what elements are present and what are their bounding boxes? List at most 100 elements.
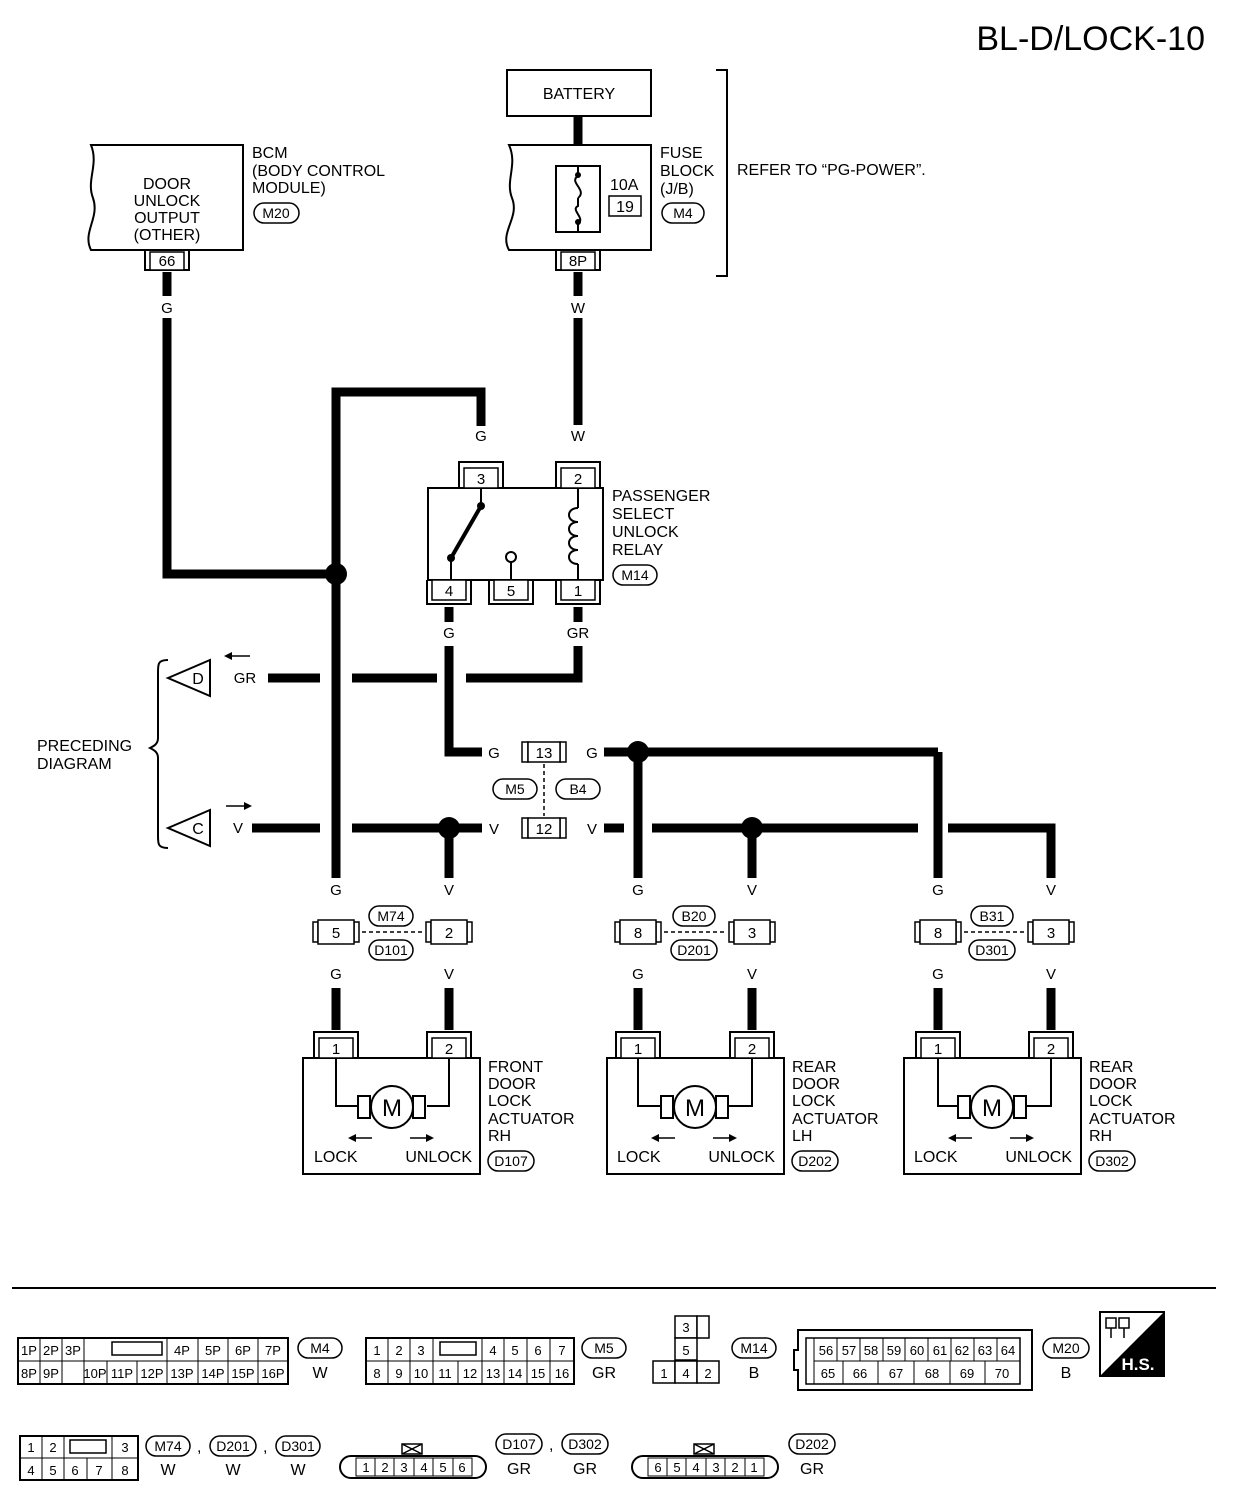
actuator-1-name-1: FRONT bbox=[488, 1059, 543, 1076]
wire-a1-g-bot: G bbox=[330, 966, 342, 983]
m20-r1-2: 58 bbox=[864, 1343, 878, 1358]
actuator-1-name-4: ACTUATOR bbox=[488, 1111, 575, 1128]
m74-sep-1: , bbox=[263, 1439, 267, 1456]
m20-r1-7: 63 bbox=[978, 1343, 992, 1358]
actuator-1-connector: D107 bbox=[494, 1153, 528, 1169]
relay-name-2: SELECT bbox=[612, 506, 674, 523]
inline-1-conn-bot: D101 bbox=[374, 942, 408, 958]
m74-color-2: W bbox=[290, 1462, 306, 1479]
inline-2-pin-g: 8 bbox=[634, 925, 642, 942]
bcm-inner-2: UNLOCK bbox=[134, 193, 201, 210]
m5-r2-8: 16 bbox=[555, 1366, 569, 1381]
m74-r1-3: 3 bbox=[121, 1440, 128, 1455]
wire-a3-g-top: G bbox=[932, 882, 944, 899]
inline-1-pin-g: 5 bbox=[332, 925, 340, 942]
d107-pin-0: 1 bbox=[362, 1460, 369, 1475]
m4-r1-0: 1P bbox=[21, 1343, 37, 1358]
connector-view-m4: 1P 2P 3P 4P 5P 6P 7P 8P 9P 10P 11P 12P 1… bbox=[17, 1337, 343, 1385]
wire-a2-g-bot: G bbox=[632, 966, 644, 983]
actuator-3-pin-1: 1 bbox=[934, 1041, 942, 1058]
m20-r1-5: 61 bbox=[933, 1343, 947, 1358]
d107-id-0: D107 bbox=[502, 1436, 536, 1452]
battery-label: BATTERY bbox=[543, 86, 616, 103]
wire-c-line: V bbox=[233, 820, 243, 837]
connector-view-d202: 6 5 4 3 2 1 D202 GR bbox=[631, 1433, 836, 1479]
c-marker: C bbox=[192, 821, 204, 838]
m5-r1-5: 5 bbox=[511, 1343, 518, 1358]
motor-icon bbox=[673, 1085, 717, 1129]
d202-pin-3: 3 bbox=[712, 1460, 719, 1475]
actuator-2-name-5: LH bbox=[792, 1128, 812, 1145]
d107-pin-4: 5 bbox=[439, 1460, 446, 1475]
wire-a2-v-bot: V bbox=[747, 966, 757, 983]
m5-r2-7: 15 bbox=[531, 1366, 545, 1381]
m5-r2-2: 10 bbox=[414, 1366, 428, 1381]
m5-r1-0: 1 bbox=[373, 1343, 380, 1358]
inline-2-conn-bot: D201 bbox=[677, 942, 711, 958]
wire-relay3-in: G bbox=[475, 428, 487, 445]
actuator-3-name-1: REAR bbox=[1089, 1059, 1133, 1076]
relay: 3 2 4 5 1 PASSENGER SELECT UNLOCK RELAY … bbox=[426, 461, 710, 605]
m4-r2-7: 15P bbox=[231, 1366, 254, 1381]
d202-color: GR bbox=[800, 1461, 824, 1478]
m74-id-1: D201 bbox=[216, 1438, 250, 1454]
wire-a2-g-top: G bbox=[632, 882, 644, 899]
actuator-2-name-4: ACTUATOR bbox=[792, 1111, 879, 1128]
relay-name-3: UNLOCK bbox=[612, 524, 679, 541]
wire-d-line: GR bbox=[234, 670, 257, 687]
wire-relay1-out: GR bbox=[567, 625, 590, 642]
actuator-3-unlock: UNLOCK bbox=[1005, 1149, 1072, 1166]
actuator-rear-lh: 1 2 M LOCK UNLOCK REAR DOOR LOCK ACTUATO… bbox=[606, 1031, 879, 1175]
joint-pin-13: 13 bbox=[536, 745, 553, 762]
actuator-3-lock: LOCK bbox=[914, 1149, 958, 1166]
page-id: BL-D/LOCK-10 bbox=[976, 20, 1205, 58]
lock-latch-icon bbox=[693, 1443, 715, 1455]
actuator-2-motor: M bbox=[685, 1095, 705, 1122]
actuator-1-name-3: LOCK bbox=[488, 1093, 532, 1110]
wire-a3-v-bot: V bbox=[1046, 966, 1056, 983]
fuse-rating: 10A bbox=[610, 177, 639, 194]
connector-view-m74: 1 2 3 4 5 6 7 8 M74 , D201 , D301 W W W bbox=[19, 1435, 321, 1481]
m20-r2-1: 66 bbox=[853, 1366, 867, 1381]
wire-a1-g-top: G bbox=[330, 882, 342, 899]
actuator-1-unlock: UNLOCK bbox=[405, 1149, 472, 1166]
inline-1-pin-v: 2 bbox=[445, 925, 453, 942]
m20-r2-2: 67 bbox=[889, 1366, 903, 1381]
m4-r1-1: 2P bbox=[43, 1343, 59, 1358]
d-marker: D bbox=[192, 671, 204, 688]
m4-id: M4 bbox=[310, 1340, 330, 1356]
preceding-label-2: DIAGRAM bbox=[37, 756, 112, 773]
m5-r1-4: 4 bbox=[489, 1343, 496, 1358]
d107-pin-5: 6 bbox=[458, 1460, 465, 1475]
bcm-name-1: BCM bbox=[252, 145, 288, 162]
actuator-1-pin-1: 1 bbox=[332, 1041, 340, 1058]
m5-r2-6: 14 bbox=[508, 1366, 522, 1381]
actuator-2-pin-1: 1 bbox=[634, 1041, 642, 1058]
m20-r1-6: 62 bbox=[955, 1343, 969, 1358]
wire-a2-v-top: V bbox=[747, 882, 757, 899]
fuse-number: 19 bbox=[616, 199, 634, 216]
m4-r1-4: 4P bbox=[174, 1343, 190, 1358]
m4-r2-5: 13P bbox=[170, 1366, 193, 1381]
relay-name-4: RELAY bbox=[612, 542, 664, 559]
actuator-2-unlock: UNLOCK bbox=[708, 1149, 775, 1166]
battery: BATTERY bbox=[506, 69, 652, 117]
actuator-3-name-4: ACTUATOR bbox=[1089, 1111, 1176, 1128]
bcm-inner-4: (OTHER) bbox=[134, 227, 201, 244]
fuse-block-line3: (J/B) bbox=[660, 181, 694, 198]
m74-r2-1: 5 bbox=[49, 1463, 56, 1478]
preceding-label-1: PRECEDING bbox=[37, 738, 132, 755]
m4-r2-4: 12P bbox=[140, 1366, 163, 1381]
d107-id-1: D302 bbox=[568, 1436, 602, 1452]
actuator-3-name-5: RH bbox=[1089, 1128, 1112, 1145]
wire-joint-v-right: V bbox=[587, 821, 597, 838]
m4-r2-3: 11P bbox=[111, 1366, 133, 1381]
d202-pin-1: 5 bbox=[673, 1460, 680, 1475]
wire-relay2-in: W bbox=[571, 428, 586, 445]
inline-connector-2: G V 8 3 B20 D201 G V bbox=[614, 882, 776, 983]
bcm-inner-1: DOOR bbox=[143, 176, 191, 193]
m14-id: M14 bbox=[740, 1340, 767, 1356]
m5-id: M5 bbox=[594, 1340, 614, 1356]
actuator-2-name-3: LOCK bbox=[792, 1093, 836, 1110]
